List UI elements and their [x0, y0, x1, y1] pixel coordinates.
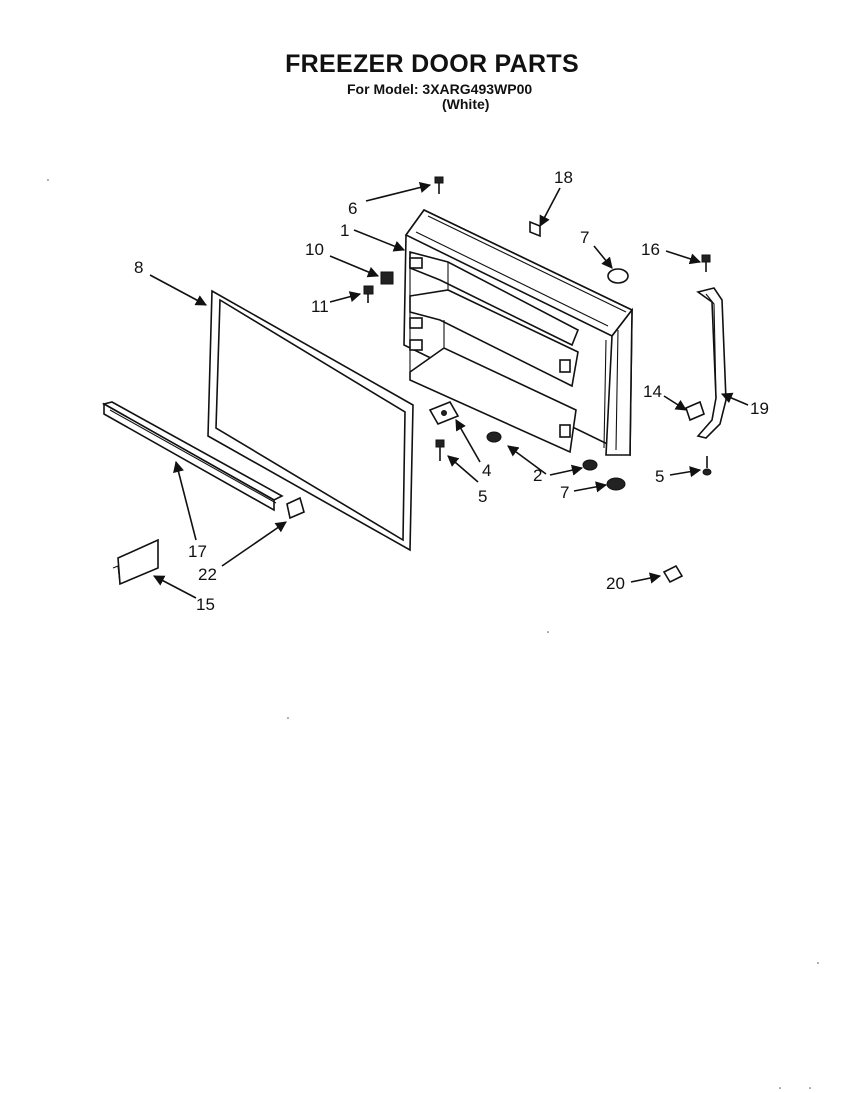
- screw-part-16: [701, 254, 711, 272]
- door-liner: [403, 208, 634, 457]
- endcap-part-22: [286, 496, 305, 520]
- handle-part-19: [696, 287, 727, 439]
- screw-part-5-left: [435, 439, 445, 461]
- bracket-part-14: [685, 400, 705, 422]
- model-line: For Model: 3XARG493WP00: [347, 81, 533, 97]
- door-gasket: [207, 289, 414, 552]
- color-line: (White): [442, 96, 490, 112]
- callout-17: 17: [188, 542, 207, 561]
- bumper-part-2a: [486, 431, 502, 443]
- plug-part-7-bottom: [606, 477, 626, 491]
- callout-5-right: 5: [655, 467, 664, 486]
- plug-part-7-top: [607, 268, 629, 284]
- callout-8: 8: [134, 258, 143, 277]
- callout-20: 20: [606, 574, 625, 593]
- label-part-18: [529, 220, 541, 238]
- callout-14: 14: [643, 382, 662, 401]
- callout-7-bottom: 7: [560, 483, 569, 502]
- screw-part-6: [434, 176, 444, 194]
- callout-19: 19: [750, 399, 769, 418]
- callout-15: 15: [196, 595, 215, 614]
- card-holder: [112, 538, 159, 586]
- callout-4: 4: [482, 461, 491, 480]
- screw-part-5-right: [702, 456, 712, 476]
- callout-16: 16: [641, 240, 660, 259]
- clip-part-10: [380, 271, 394, 285]
- callout-5-left: 5: [478, 487, 487, 506]
- callout-18: 18: [554, 168, 573, 187]
- hinge-part-4: [428, 400, 460, 426]
- screw-part-11: [363, 285, 374, 303]
- page-title: FREEZER DOOR PARTS: [285, 50, 579, 78]
- trim-strip: [101, 401, 284, 512]
- callout-7-top: 7: [580, 228, 589, 247]
- callout-22: 22: [198, 565, 217, 584]
- callout-2: 2: [533, 466, 542, 485]
- callout-11: 11: [311, 297, 329, 316]
- callout-6: 6: [348, 199, 357, 218]
- bumper-part-2b: [582, 459, 598, 471]
- callout-10: 10: [305, 240, 324, 259]
- clip-part-20: [662, 564, 684, 584]
- scan-specks: [47, 179, 819, 1089]
- callout-1: 1: [340, 221, 349, 240]
- leader-lines: [149, 182, 749, 599]
